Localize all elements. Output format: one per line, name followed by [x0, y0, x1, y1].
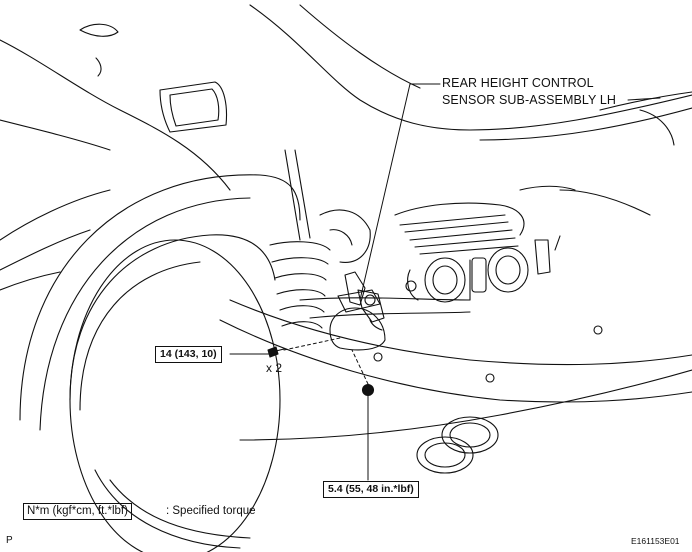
figure-id: E161153E01 [631, 536, 680, 546]
leader-lines [229, 83, 661, 481]
callout-line-1: REAR HEIGHT CONTROL [442, 76, 594, 90]
callout-line-2: SENSOR SUB-ASSEMBLY LH [442, 93, 617, 107]
legend-text: : Specified torque [166, 505, 256, 517]
coil-spring [269, 149, 331, 329]
body-holes [373, 325, 603, 383]
nut-torque-label: 5.4 (55, 48 in.*lbf) [323, 481, 419, 498]
suspension-arms [299, 209, 471, 351]
height-control-sensor [344, 271, 385, 331]
bolt-torque-label: 14 (143, 10) [155, 346, 222, 363]
exhaust-tips [416, 416, 499, 474]
bolt-icon [267, 346, 285, 358]
legend-unit-box: N*m (kgf*cm, ft.*lbf) [23, 503, 132, 520]
rear-wheel [19, 174, 301, 552]
footer-page-mark: P [6, 535, 13, 546]
car-body-outline [0, 4, 692, 441]
differential-area [394, 185, 651, 303]
nut-icon [361, 383, 375, 397]
bolt-quantity: x 2 [266, 361, 283, 375]
